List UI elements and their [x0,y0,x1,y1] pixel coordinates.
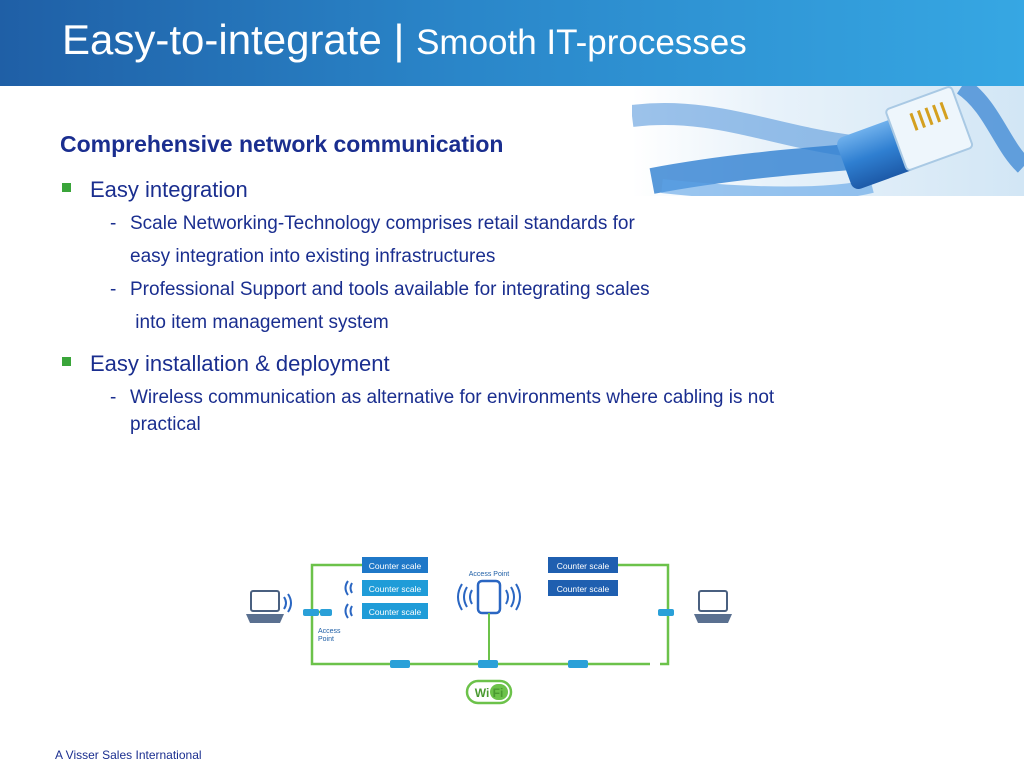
svg-text:Counter scale: Counter scale [557,561,610,571]
counter-scale: Counter scale [548,557,618,573]
counter-scale: Counter scale [362,557,428,573]
access-point-device-icon [476,579,502,660]
access-point-label: Access [318,628,341,635]
svg-text:Counter scale: Counter scale [369,584,422,594]
title-separator: | [381,16,417,63]
svg-text:Counter scale: Counter scale [369,607,422,617]
sub-item-line: easy integration into existing infrastru… [130,246,496,267]
content-heading: Comprehensive network communication [60,131,504,157]
wifi-signal-icon [457,583,521,611]
bullet-label: Easy integration [90,177,248,202]
sub-item-line: Wireless communication as alternative fo… [130,387,775,408]
svg-text:Counter scale: Counter scale [557,584,610,594]
title-main: Easy-to-integrate [62,16,382,63]
counter-scale: Counter scale [362,603,428,619]
sub-item-line: into item management system [130,312,389,333]
network-lines [310,563,670,666]
bullet-label: Easy installation & deployment [90,351,390,376]
bullet-square-icon [62,183,71,192]
dash-marker: - [110,213,117,234]
dash-marker: - [110,387,117,408]
counter-scale: Counter scale [548,580,618,596]
bullet-easy-installation: Easy installation & deployment [62,351,390,377]
wifi-signal-icon [283,593,292,613]
title-sub: Smooth IT-processes [416,23,747,62]
access-point-label: Point [318,636,334,643]
wifi-logo-icon: Wi Fi [465,679,513,705]
sub-item-line: Professional Support and tools available… [130,279,650,300]
counter-scale: Counter scale [362,580,428,596]
sub-item-line: Scale Networking-Technology comprises re… [130,213,635,234]
laptop-icon [694,590,732,623]
connector-nodes [303,609,674,668]
network-diagram: Counter scale Counter scale Counter scal… [246,557,732,705]
slide-title: Easy-to-integrate | Smooth IT-processes [62,16,747,64]
slide-header: Easy-to-integrate | Smooth IT-processes [0,0,1024,86]
dash-marker: - [110,279,117,300]
svg-text:Counter scale: Counter scale [369,561,422,571]
bullet-easy-integration: Easy integration [62,177,248,203]
sub-item-line: practical [130,414,201,435]
network-cable-image [632,86,1024,196]
wifi-signal-icon [344,580,353,619]
bullet-square-icon [62,357,71,366]
footer-text: A Visser Sales International [55,748,202,762]
access-point-label: Access Point [469,571,510,578]
laptop-icon [246,590,284,623]
svg-text:Wi Fi: Wi Fi [475,686,504,700]
